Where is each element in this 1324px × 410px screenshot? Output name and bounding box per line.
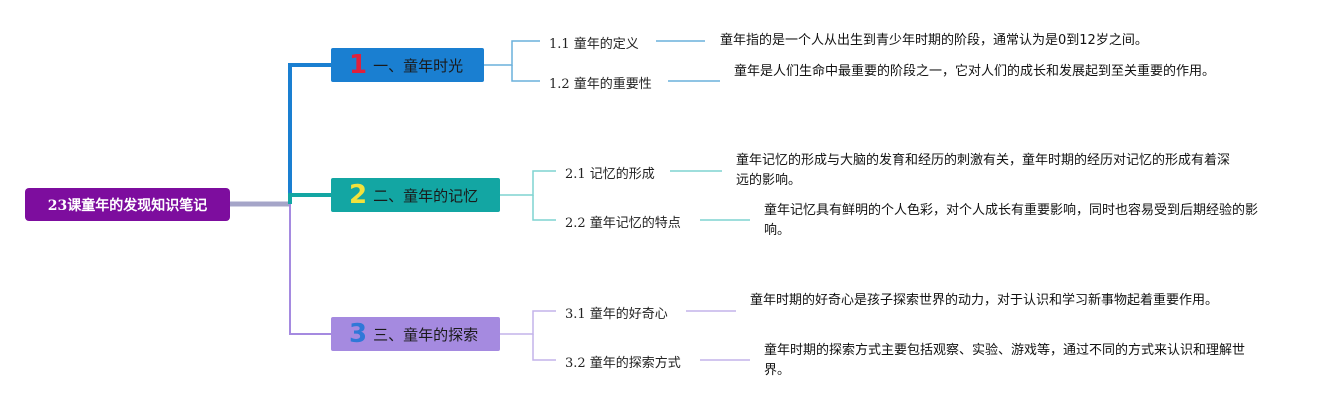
branch-2-connector (288, 193, 331, 204)
branch-topic-1[interactable]: 1 一、童年时光 (331, 48, 484, 82)
sub-3-2-connector (532, 334, 556, 361)
description-3-1: 童年时期的好奇心是孩子探索世界的动力，对于认识和学习新事物起着重要作用。 (750, 293, 1219, 308)
description-3-2: 童年时期的探索方式主要包括观察、实验、游戏等，通过不同的方式来认识和理解世界。 (764, 343, 1246, 378)
sub-1-2-connector (511, 65, 540, 82)
root-topic[interactable]: 23课童年的发现知识笔记 (25, 188, 230, 221)
sub-2-2-connector (532, 195, 556, 221)
branch-number-2: 2 (349, 180, 368, 210)
branch-number-3: 3 (349, 319, 368, 349)
subtopic-1-2[interactable]: 1.2 童年的重要性 (549, 77, 652, 92)
branch-label-1: 一、童年时光 (373, 56, 464, 75)
root-title: 23课童年的发现知识笔记 (47, 197, 208, 214)
subtopic-1-1[interactable]: 1.1 童年的定义 (549, 37, 639, 52)
subtopic-3-1[interactable]: 3.1 童年的好奇心 (565, 307, 668, 322)
subtopic-2-1[interactable]: 2.1 记忆的形成 (565, 167, 655, 182)
description-2-2: 童年记忆具有鲜明的个人色彩，对个人成长有重要影响，同时也容易受到后期经验的影响。 (764, 203, 1259, 238)
subtopic-2-2[interactable]: 2.2 童年记忆的特点 (565, 216, 681, 231)
branch-label-3: 三、童年的探索 (373, 325, 479, 344)
sub-3-1-connector (500, 310, 556, 335)
branch-3-connector (289, 204, 331, 335)
description-2-1: 童年记忆的形成与大脑的发育和经历的刺激有关，童年时期的经历对记忆的形成有着深远的… (736, 153, 1231, 188)
sub-2-1-connector (500, 170, 556, 196)
sub-1-1-connector (484, 40, 540, 66)
description-1-1: 童年指的是一个人从出生到青少年时期的阶段，通常认为是0到12岁之间。 (720, 33, 1148, 48)
description-1-2: 童年是人们生命中最重要的阶段之一，它对人们的成长和发展起到至关重要的作用。 (734, 64, 1216, 79)
branch-topic-3[interactable]: 3 三、童年的探索 (331, 317, 500, 351)
branch-topic-2[interactable]: 2 二、童年的记忆 (331, 178, 500, 212)
branch-number-1: 1 (349, 50, 368, 80)
subtopic-3-2[interactable]: 3.2 童年的探索方式 (565, 356, 681, 371)
branch-label-2: 二、童年的记忆 (373, 186, 479, 205)
branch-1-connector (288, 63, 331, 204)
